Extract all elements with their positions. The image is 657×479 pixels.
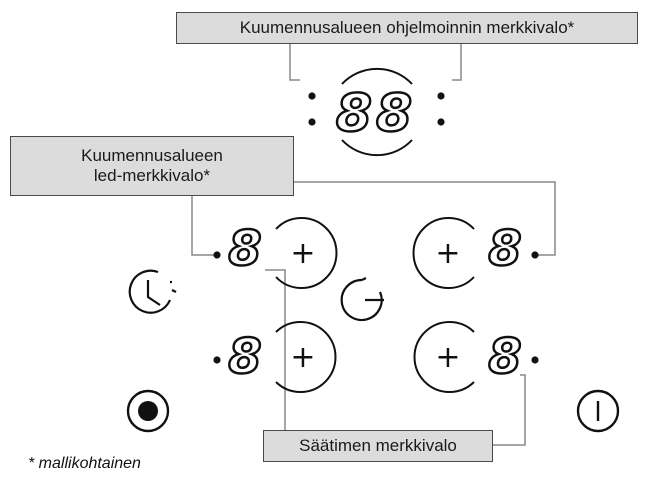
zone-led-callout: Kuumennusalueen led-merkkivalo* (10, 136, 294, 196)
programming-indicator-label: Kuumennusalueen ohjelmoinnin merkkivalo* (239, 18, 575, 37)
leader-led-left (191, 196, 215, 256)
leader-lines (191, 44, 556, 446)
zone-led-label-line1: Kuumennusalueen (81, 146, 223, 165)
zone-digit-bottom-left: 8 (228, 329, 261, 385)
leader-regulator-left (265, 269, 286, 430)
timer-display-arcs (341, 67, 413, 157)
plus-button-bottom-left[interactable]: + (290, 340, 315, 375)
minus-icon[interactable] (340, 277, 384, 322)
lock-icon[interactable] (126, 389, 170, 433)
zone-digit-top-right: 8 (488, 221, 521, 277)
power-icon[interactable] (576, 389, 620, 433)
regulator-indicator-callout: Säätimen merkkivalo (263, 430, 493, 462)
plus-button-bottom-right[interactable]: + (435, 340, 460, 375)
plus-button-top-left[interactable]: + (290, 236, 315, 271)
knob-arcs (275, 217, 475, 393)
leader-top-left (289, 44, 300, 81)
indicator-dots (213, 92, 539, 364)
zone-digit-top-left: 8 (228, 221, 261, 277)
zone-led-label-line2: led-merkkivalo* (93, 166, 211, 185)
programming-indicator-callout: Kuumennusalueen ohjelmoinnin merkkivalo* (176, 12, 638, 44)
clock-icon[interactable] (128, 269, 177, 314)
leader-regulator-right (493, 374, 526, 446)
zone-digit-bottom-right: 8 (488, 329, 521, 385)
plus-button-top-right[interactable]: + (435, 236, 460, 271)
leader-led-right (294, 181, 556, 256)
footnote: * mallikohtainen (28, 455, 141, 472)
timer-digits: 88 (336, 84, 416, 144)
leader-top-right (452, 44, 462, 81)
regulator-indicator-label: Säätimen merkkivalo (299, 436, 457, 455)
